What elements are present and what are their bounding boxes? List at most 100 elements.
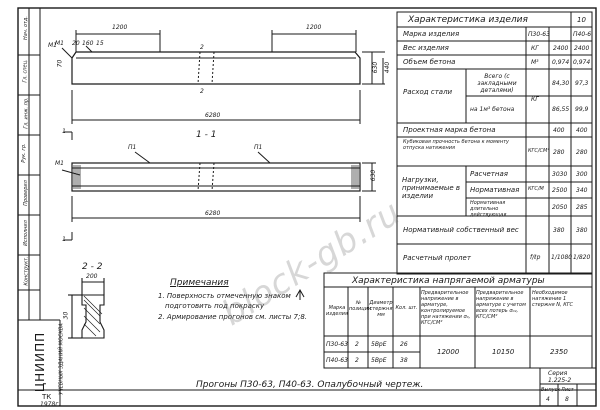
dim-440: 440 xyxy=(384,61,392,74)
sheet-frame xyxy=(17,7,597,407)
row-weight-unit: КГ xyxy=(531,45,539,52)
dim-1200-left: 1200 xyxy=(112,24,128,31)
row-normat-v2: 340 xyxy=(576,187,588,194)
row-dlit-label: Нормативная длительно действующая xyxy=(470,200,507,218)
note-1b: подготовить под покраску xyxy=(165,302,265,310)
dim-630-plan: 630 xyxy=(370,169,378,182)
cut-2-bottom: 2 xyxy=(200,88,204,95)
rebar-pre-value: 12000 xyxy=(437,348,460,356)
row-normat-v1: 2500 xyxy=(552,187,568,194)
mark-p1-right: П1 xyxy=(254,144,263,151)
properties-table-grid xyxy=(396,11,593,275)
row-weight-v1: 2400 xyxy=(553,45,569,52)
row-mark-label: Марка изделия xyxy=(403,30,460,38)
rebar-r2-dia: 5ВрЕ xyxy=(371,357,387,364)
rebar-r2-no: 2 xyxy=(355,357,359,364)
row-span-unit: f/ℓр xyxy=(530,254,541,261)
row-mark-v2: П40-6 xyxy=(573,31,592,38)
row-selfweight-v1: 380 xyxy=(553,227,565,234)
notes-title: Примечания xyxy=(170,278,229,288)
beam-elevation xyxy=(61,30,385,124)
sheet-value: 8 xyxy=(565,396,569,403)
row-normat-label: Нормативная xyxy=(470,186,520,194)
row-volume-v2: 0,974 xyxy=(573,59,591,66)
rebar-h-mark: Марка изделия xyxy=(326,305,348,317)
rebar-h-dia: Диаметр стержня мм xyxy=(369,300,393,318)
rebar-h-no: № позиции xyxy=(349,300,372,312)
row-cube-label: Кубиковая прочность бетона к моменту отп… xyxy=(403,139,509,151)
cut-1-bottom: 1 xyxy=(62,236,66,243)
dim-70: 70 xyxy=(56,59,64,68)
rebar-loss-value: 10150 xyxy=(492,348,515,356)
mark-m1-top: М1 xyxy=(55,40,64,47)
row-concrete-grade-label: Проектная марка бетона xyxy=(403,126,496,134)
group-rashod-unit: КГ xyxy=(531,96,539,103)
dim-6280-bottom: 6280 xyxy=(205,210,221,217)
stamp-row-5: Проверил xyxy=(22,180,29,206)
row-span-label: Расчетный пролет xyxy=(403,254,471,262)
cut-1-top: 1 xyxy=(62,128,66,135)
drawing-title: Прогоны П30-63, П40-63. Опалубочный черт… xyxy=(196,380,424,390)
props-sheet-no: 10 xyxy=(577,16,586,24)
row-mark-v1: П30-63 xyxy=(528,31,550,38)
section-2-2-label: 2 - 2 xyxy=(82,262,103,272)
note-2: 2. Армирование прогонов см. листы 7;8. xyxy=(158,313,308,321)
group-rashod: Расход стали xyxy=(403,88,453,96)
beam-plan xyxy=(61,131,376,241)
row-raschet-label: Расчетная xyxy=(470,170,508,178)
org-sub: УЧЕБНЫХ ЗДАНИЙ МОСКВА xyxy=(58,323,65,395)
row-concrete-grade-v2: 400 xyxy=(576,127,588,134)
rebar-h-pre: Предварительное напряжение в арматуре, к… xyxy=(421,290,471,326)
year-label: 1978г. xyxy=(40,401,61,408)
row-raschet-v1: 3030 xyxy=(552,171,568,178)
issue-label: Выпуск xyxy=(541,387,561,393)
rebar-r1-qty: 26 xyxy=(400,341,408,348)
side-stamp-lines xyxy=(18,54,40,291)
rebar-table-grid xyxy=(323,272,593,369)
stamp-row-7: Конструкт. xyxy=(23,256,30,286)
dim-30: 30 xyxy=(62,311,70,320)
cut-2-top: 2 xyxy=(200,44,204,51)
row-raschet-v2: 300 xyxy=(576,171,588,178)
rebar-r1-no: 2 xyxy=(355,341,359,348)
row-weight-v2: 2400 xyxy=(574,45,590,52)
note-1a: 1. Поверхность отмеченную знаком xyxy=(158,292,291,300)
row-concrete-grade-v1: 400 xyxy=(553,127,565,134)
dim-630: 630 xyxy=(372,61,380,74)
dim-160: 160 xyxy=(82,40,94,47)
mark-m1-extra: М1 xyxy=(48,42,57,49)
stamp-row-4: Рук. гр. xyxy=(20,143,27,163)
mark-m1-plan: М1 xyxy=(55,160,64,167)
row-cube-unit: КГС/СМ² xyxy=(528,148,550,154)
group-nagruzki-unit: КГС/М xyxy=(528,186,544,192)
rebar-r2-qty: 38 xyxy=(400,357,408,364)
row-selfweight-v2: 380 xyxy=(576,227,588,234)
series-value: 1.225-2 xyxy=(548,377,572,384)
rebar-r2-mark: П40-63 xyxy=(326,357,348,364)
stamp-row-2: Гл. спец. xyxy=(22,59,29,83)
row-span-v1: 1/1080 xyxy=(551,254,573,261)
stamp-row-6: Исполнил xyxy=(22,220,29,246)
row-span-v2: 1/820 xyxy=(573,254,591,261)
group-nagruzki: Нагрузки, принимаемые в изделии xyxy=(402,176,461,200)
series-label: Серия xyxy=(548,370,568,377)
row-selfweight-label: Нормативный собственный вес xyxy=(403,226,519,234)
rebar-r1-dia: 5ВрЕ xyxy=(371,341,387,348)
rebar-h-loss: Предварительное напряжение в арматуре с … xyxy=(476,290,526,320)
rebar-h-qty: Кол. шт. xyxy=(395,305,418,311)
row-dlit-v2: 285 xyxy=(576,204,588,211)
dim-200: 200 xyxy=(86,273,98,280)
row-volume-unit: М³ xyxy=(531,59,539,66)
row-volume-v1: 0,974 xyxy=(552,59,570,66)
section-2-2 xyxy=(68,278,105,339)
row-cube-v2: 280 xyxy=(576,149,588,156)
rebar-r1-mark: П30-63 xyxy=(326,341,348,348)
section-1-1-label: 1 - 1 xyxy=(196,130,217,140)
rebar-h-force: Необходимое натяжение 1 стержня N, КГС xyxy=(532,290,574,308)
row-steel-per-v1: 86,55 xyxy=(552,106,570,113)
row-steel-total-v2: 97,3 xyxy=(575,80,589,87)
stamp-row-1: Нач. отд. xyxy=(22,16,29,40)
rebar-force-value: 2350 xyxy=(550,348,568,356)
issue-value: 4 xyxy=(546,396,550,403)
